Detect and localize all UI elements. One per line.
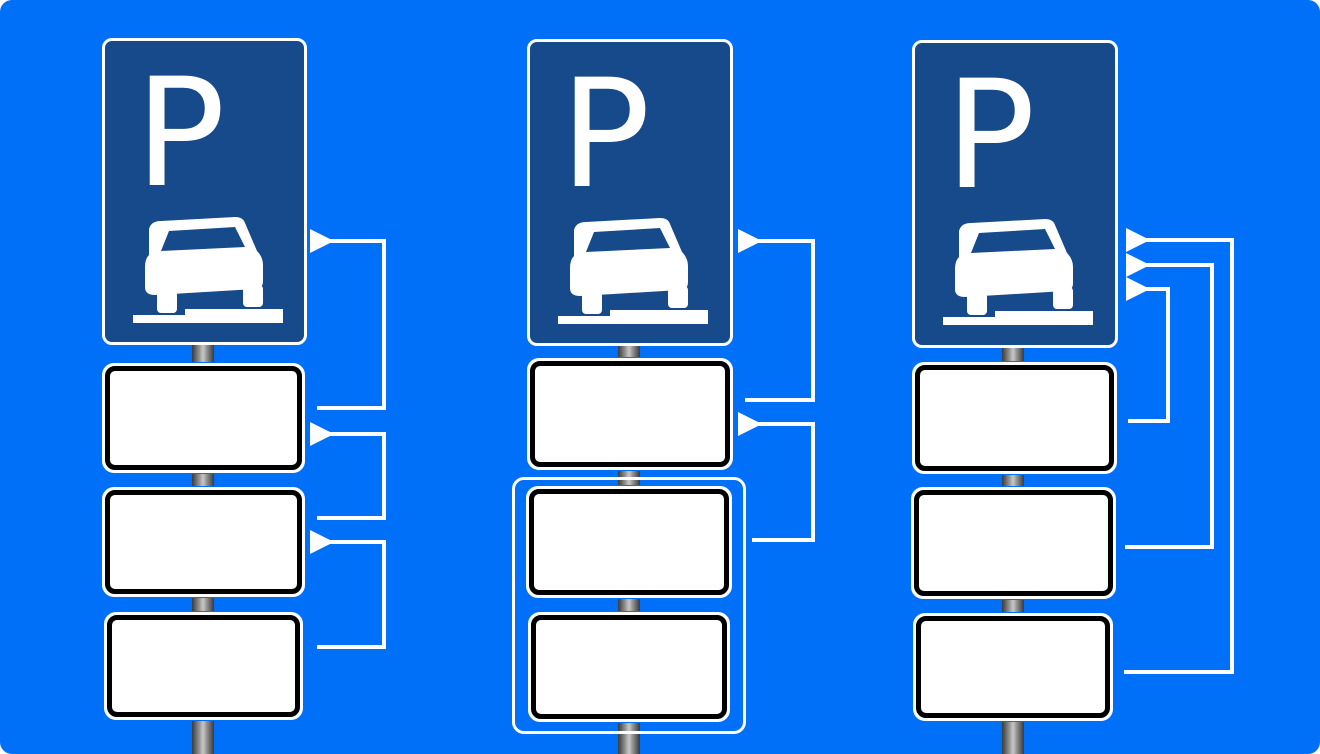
supplementary-plate-2 [102,487,305,597]
supplementary-plate-3 [913,613,1113,721]
supplementary-plate-3 [104,612,303,720]
supplementary-plate-2 [911,487,1116,599]
arrow-plate2-to-sign [1125,253,1214,549]
plate-group-bracket [512,477,746,734]
car-half-on-sidewalk-icon [133,217,283,323]
supplementary-plate-1 [527,358,733,470]
parking-sign: P [912,40,1118,348]
supplementary-plate-1 [912,362,1117,474]
arrow-group-to-plate1 [738,412,815,542]
parking-letter: P [945,49,1036,223]
supplementary-plate-2 [526,486,732,598]
parking-sign: P [102,38,307,345]
parking-sign: P [527,39,733,346]
arrow-plate1-to-sign [310,229,386,410]
arrow-plate3-to-plate2 [310,530,386,649]
parking-letter: P [560,48,651,222]
supplementary-plate-1 [102,363,305,473]
arrow-plate3-to-sign [1124,228,1234,674]
car-half-on-sidewalk-icon [558,218,708,324]
supplementary-plate-3 [528,612,730,722]
parking-letter: P [135,47,226,221]
arrow-plate1-to-sign [738,229,815,402]
arrow-plate1-to-sign [1126,277,1170,423]
arrow-plate2-to-plate1 [310,422,386,520]
car-half-on-sidewalk-icon [943,219,1093,325]
